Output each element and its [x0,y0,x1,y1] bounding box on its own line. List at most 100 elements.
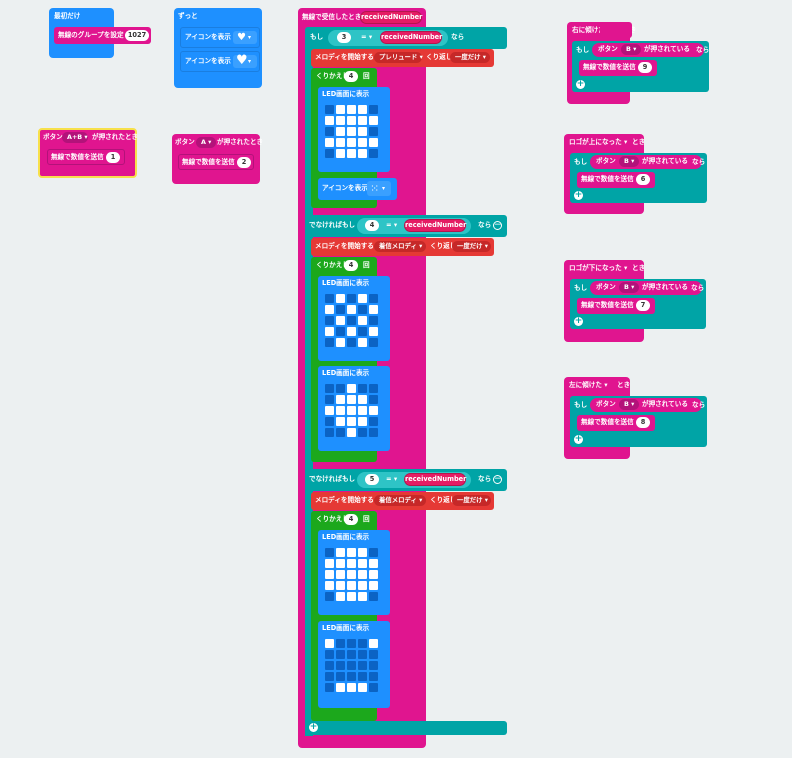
set-radio-group-block[interactable]: 無線のグループを設定 1027 [54,27,151,44]
led-cell[interactable] [347,138,356,147]
led-cell[interactable] [358,683,367,692]
led-cell[interactable] [358,127,367,136]
led-cell[interactable] [336,116,345,125]
led-cell[interactable] [358,672,367,681]
led-cell[interactable] [369,127,378,136]
led-cell[interactable] [347,294,356,303]
led-grid-3[interactable] [325,384,378,437]
led-cell[interactable] [336,127,345,136]
operator-dropdown[interactable]: = ▾ [386,221,398,229]
led-cell[interactable] [325,428,334,437]
show-leds-block-1[interactable]: LED画面に表示 [318,87,390,172]
led-cell[interactable] [325,395,334,404]
led-cell[interactable] [336,138,345,147]
led-cell[interactable] [358,105,367,114]
gesture-dropdown[interactable]: 左に傾けた ▾ [569,381,608,389]
compare-left-input[interactable]: 5 [365,474,379,485]
led-cell[interactable] [347,650,356,659]
led-cell[interactable] [325,305,334,314]
led-grid-5[interactable] [325,639,378,692]
compare-left-input[interactable]: 4 [365,220,379,231]
show-icon-block-3[interactable]: アイコンを表示 ⁙ ▾ [318,178,397,200]
led-cell[interactable] [325,581,334,590]
led-cell[interactable] [347,149,356,158]
led-cell[interactable] [347,570,356,579]
operator-dropdown[interactable]: = ▾ [386,475,398,483]
remove-else-if-icon[interactable]: − [493,220,502,230]
compare-block[interactable]: 4 = ▾ receivedNumber [357,218,471,234]
led-cell[interactable] [325,639,334,648]
led-cell[interactable] [358,661,367,670]
remove-else-if-icon[interactable]: − [493,474,502,484]
if-footer[interactable]: + [305,721,507,735]
led-grid-4[interactable] [325,548,378,601]
led-cell[interactable] [325,338,334,347]
led-cell[interactable] [347,127,356,136]
led-cell[interactable] [369,294,378,303]
led-cell[interactable] [347,672,356,681]
led-cell[interactable] [336,639,345,648]
if-block-logo-up[interactable]: もし ボタン B ▾ が押されている なら 無線で数値を送信 6 + [570,153,707,203]
led-cell[interactable] [358,570,367,579]
led-cell[interactable] [336,384,345,393]
if-block-right[interactable]: もし ボタン B ▾ が押されている なら 無線で数値を送信 9 + [572,41,709,92]
led-cell[interactable] [369,683,378,692]
received-number-var[interactable]: receivedNumber [404,473,466,486]
add-else-icon[interactable]: + [574,316,583,326]
led-cell[interactable] [369,138,378,147]
repeat-mode-dropdown[interactable]: 一度だけ ▾ [452,241,491,252]
x-pattern-icon[interactable]: ⁙ ▾ [367,181,391,196]
led-cell[interactable] [369,338,378,347]
led-cell[interactable] [369,559,378,568]
led-cell[interactable] [369,570,378,579]
add-else-icon[interactable]: + [574,190,583,200]
compare-block[interactable]: 3 = ▾ receivedNumber [328,30,448,46]
led-cell[interactable] [369,581,378,590]
heart-icon[interactable]: ♥ ▾ [233,54,257,68]
led-cell[interactable] [358,592,367,601]
led-cell[interactable] [369,406,378,415]
led-cell[interactable] [347,116,356,125]
repeat-count-input[interactable]: 4 [344,514,358,525]
if-block-logo-down[interactable]: もし ボタン B ▾ が押されている なら 無線で数値を送信 7 + [570,279,706,329]
melody-dropdown[interactable]: プレリュード ▾ [374,52,423,63]
button-dropdown[interactable]: A+B ▾ [62,132,88,143]
on-button-ab-block[interactable]: ボタン A+B ▾ が押されたとき 無線で数値を送信 1 [38,128,138,178]
send-number-block[interactable]: 無線で数値を送信 1 [47,149,125,165]
led-cell[interactable] [369,428,378,437]
led-cell[interactable] [358,116,367,125]
compare-block[interactable]: 5 = ▾ receivedNumber [357,472,471,488]
led-cell[interactable] [336,305,345,314]
led-cell[interactable] [347,417,356,426]
led-cell[interactable] [369,417,378,426]
led-cell[interactable] [325,417,334,426]
led-cell[interactable] [369,650,378,659]
compare-left-input[interactable]: 3 [337,32,351,43]
led-cell[interactable] [336,294,345,303]
received-number-var[interactable]: receivedNumber [404,219,466,232]
led-cell[interactable] [369,395,378,404]
led-cell[interactable] [369,384,378,393]
small-heart-icon[interactable]: ♥ ▾ [233,31,257,44]
led-cell[interactable] [369,639,378,648]
led-cell[interactable] [325,570,334,579]
led-cell[interactable] [369,116,378,125]
led-cell[interactable] [358,639,367,648]
add-else-icon[interactable]: + [574,434,583,444]
show-leds-block-3[interactable]: LED画面に表示 [318,366,390,451]
show-leds-block-5[interactable]: LED画面に表示 [318,621,390,708]
gesture-dropdown[interactable]: ロゴが上になった ▾ [569,138,628,146]
led-grid-1[interactable] [325,105,378,158]
led-cell[interactable] [336,581,345,590]
show-icon-block-2[interactable]: アイコンを表示 ♥ ▾ [180,51,260,72]
send-value-input[interactable]: 9 [638,62,652,73]
led-cell[interactable] [336,327,345,336]
led-cell[interactable] [325,384,334,393]
button-dropdown[interactable]: B ▾ [621,44,641,55]
led-cell[interactable] [369,149,378,158]
led-cell[interactable] [358,316,367,325]
led-cell[interactable] [336,395,345,404]
button-pressed-block[interactable]: ボタン B ▾ が押されている [590,281,702,295]
play-melody-block-3[interactable]: メロディを開始する 着信メロディ ▾ くり返し 一度だけ ▾ [311,492,494,510]
send-value-input[interactable]: 2 [237,157,251,168]
